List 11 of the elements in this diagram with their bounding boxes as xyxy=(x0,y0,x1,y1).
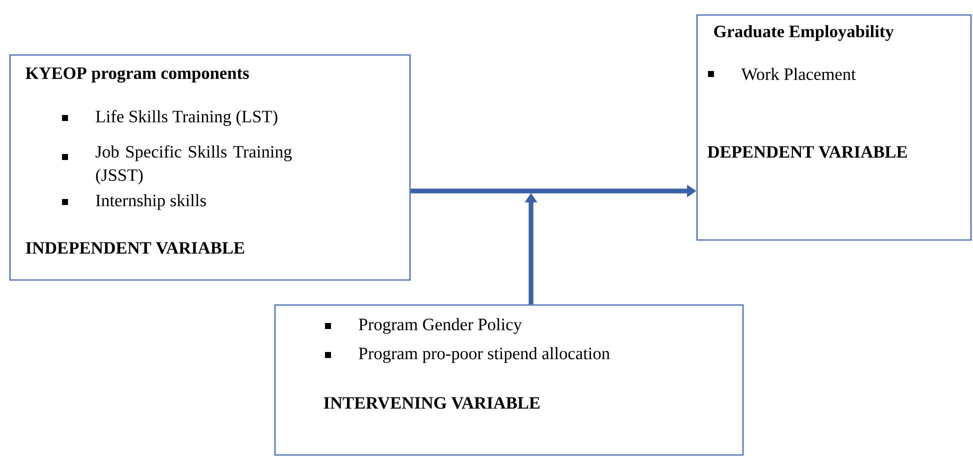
bullet-item: Program Gender Policy xyxy=(325,318,522,334)
bullet-item: Internship skills xyxy=(62,194,206,210)
heading: KYEOP program components xyxy=(26,67,249,83)
bullet-item: Job Specific Skills Training (JSST) xyxy=(62,145,292,184)
bullet-item: Life Skills Training (LST) xyxy=(62,110,278,126)
heading: DEPENDENT VARIABLE xyxy=(708,146,907,158)
bullet-item: Program pro-poor stipend allocation xyxy=(325,347,610,363)
bullet-item: Work Placement xyxy=(708,68,856,80)
heading: INDEPENDENT VARIABLE xyxy=(26,242,244,254)
heading: INTERVENING VARIABLE xyxy=(324,397,540,409)
heading: Graduate Employability xyxy=(714,25,894,41)
